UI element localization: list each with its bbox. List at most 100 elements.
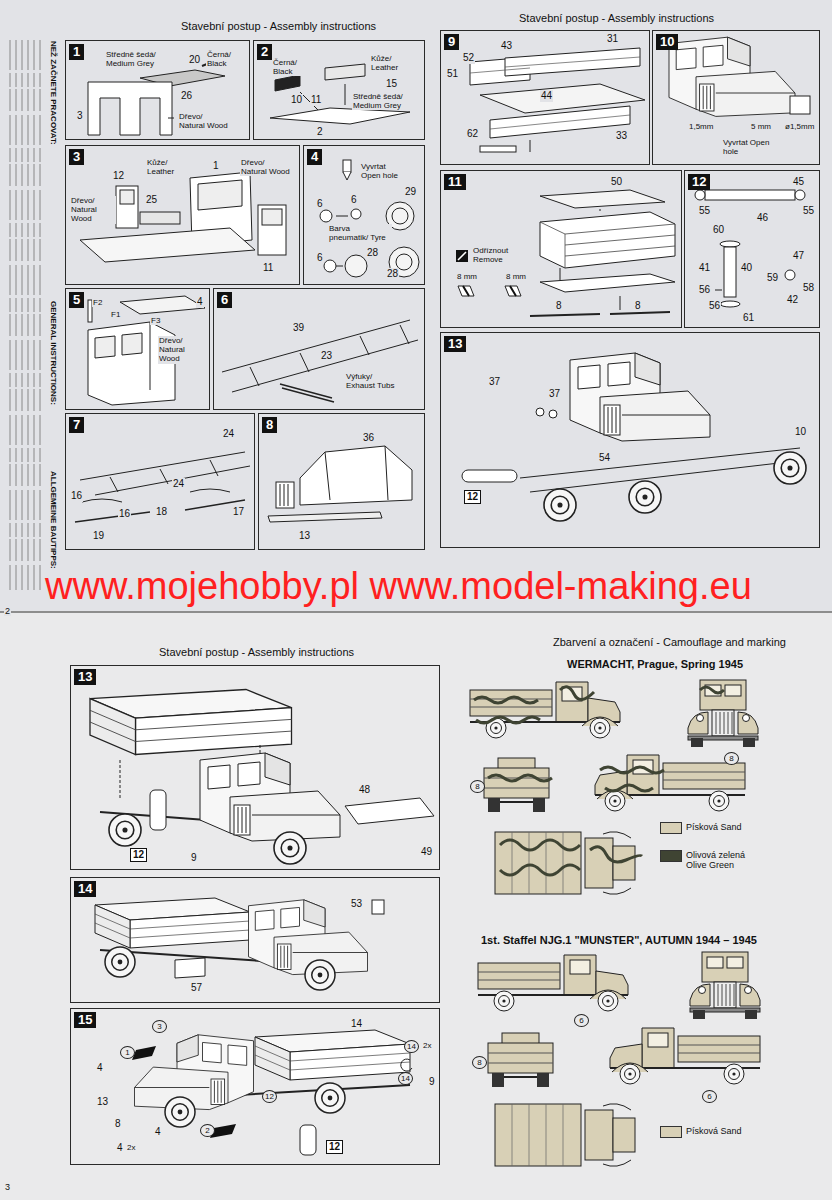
camouflage-scheme-2-part [478,955,628,1011]
step-number: 11 [444,174,466,190]
sidebar-text-lines [10,40,40,590]
step3-drawing-part [80,228,255,262]
step4-drawing-part [320,210,332,222]
part-number: 48 [358,784,371,796]
part-number: 37 [548,388,561,400]
part-number: 10 [290,94,303,106]
sheet-bottom [0,612,832,1200]
step8-drawing-part [268,512,382,522]
step-panel: 6 [213,288,425,410]
step13b-drawing [90,690,434,865]
step-panel: 8 [258,413,425,550]
step14-drawing-part [372,900,384,914]
step-panel: 14 [70,877,440,1003]
part-note: Dřevo/ Natural Wood [240,158,292,176]
step6-drawing [222,320,418,402]
part-note: Černá/ Black [206,50,244,68]
part-note: Dřevo/ Natural Wood [178,112,230,130]
part-number: 4 [96,1062,104,1074]
step-number: 15 [74,1012,96,1028]
step7-drawing-part [80,452,245,480]
part-note: Černá/ Black [272,58,310,76]
step13-drawing-part [536,408,544,416]
step6-drawing-part [232,340,418,392]
part-note: Výfuky/ Exhaust Tubs [345,372,397,390]
step9-drawing-part [480,146,516,152]
step3-drawing-part [262,209,282,225]
step13-drawing-part [629,481,661,513]
step8-drawing-part [276,482,294,508]
camouflage-scheme-1-part [470,682,620,738]
step15-drawing-part [300,1125,316,1155]
part-note: Vyvrtat Open hole [722,138,774,156]
part-note: Odříznout Remove [472,246,524,264]
step7-drawing-part [82,489,230,502]
part-number: 62 [466,128,479,140]
step8-drawing-part [325,446,388,500]
part-number: 19 [92,530,105,542]
step8-drawing-part [300,446,412,505]
step13-drawing-part [462,470,517,482]
part-number: 55 [802,205,815,217]
part-number: 6 [316,198,324,210]
step14-drawing-part [249,900,368,975]
step8-drawing-part [280,484,288,506]
camouflage-scheme-2 [478,952,760,1166]
section-heading: Zbarvení a označení - Camouflage and mar… [552,636,787,649]
part-number: 36 [362,432,375,444]
step11-drawing-part [560,209,620,310]
part-number: 60 [712,224,725,236]
part-note: Dřevo/ Natural Wood [70,196,116,224]
part-number: 16 [118,508,131,520]
step-reference: 12 [326,1140,343,1154]
camouflage-scheme-2-part [488,1033,553,1087]
sidebar-heading: ALLGEMEINE BAUTIPPS: [49,470,58,570]
part-number: 50 [610,176,623,188]
legend-item: Písková Sand [660,1126,760,1138]
step14-drawing-part [95,898,250,948]
part-note: 8 mm [505,272,527,281]
decal-number: 12 [262,1090,277,1103]
part-number: 43 [500,40,513,52]
part-number: 31 [606,33,619,45]
part-note: Barva pneumatik/ Tyre [328,224,392,242]
step13b-drawing-part [200,753,340,841]
part-note: ø1,5mm [784,122,815,131]
part-number: 24 [222,428,235,440]
part-note: F1 [110,310,121,319]
camouflage-scheme-1-part-part [600,767,664,791]
step3-drawing-part [140,212,180,224]
part-note: Dřevo/ Natural Wood [158,336,208,364]
step12-drawing-part [785,270,795,280]
part-note: Kůže/ Leather [370,54,414,72]
decal-number: 8 [472,1056,487,1069]
step14-drawing-part [105,947,135,977]
step13-drawing-part [544,489,576,521]
step-panel: 15 [70,1008,440,1165]
step-number: 1 [69,44,84,60]
part-number: 9 [428,1076,436,1088]
step2-drawing-part [270,108,410,124]
part-number: 2 [316,126,324,138]
part-number: 41 [698,262,711,274]
step-number: 4 [307,149,322,165]
step-number: 6 [217,292,232,308]
part-note: Kůže/ Leather [146,158,188,176]
section-heading: Stavební postup - Assembly instructions [180,20,377,33]
step5-drawing-part [95,333,142,358]
step7-drawing [75,452,250,522]
step6-drawing-part [222,320,410,372]
scheme-title: WERMACHT, Prague, Spring 1945 [566,658,744,671]
camouflage-scheme-2-part [495,1104,635,1167]
part-number: 13 [96,1096,109,1108]
step13b-drawing-part [150,790,166,830]
part-number: 47 [792,250,805,262]
legend-text: Olivová zelená Olive Green [686,850,760,871]
step12-drawing-part [720,241,740,247]
step15-drawing-part [401,1059,412,1071]
section-heading: Stavební postup - Assembly instructions [158,646,355,659]
step12-drawing-part [724,247,736,297]
page-number: 3 [4,1182,11,1192]
part-note: Vyvrtat Open hole [360,162,402,180]
part-number: 23 [320,350,333,362]
